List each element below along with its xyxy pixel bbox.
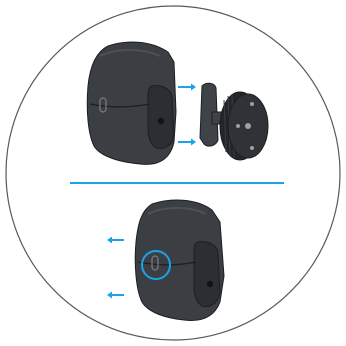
camera-top bbox=[86, 41, 177, 165]
wall-mount bbox=[199, 82, 269, 161]
arrow-right-icon bbox=[178, 83, 196, 91]
arrow-right-icon bbox=[178, 138, 196, 146]
attach-scene bbox=[86, 41, 269, 165]
arrow-left-icon bbox=[107, 236, 124, 244]
outer-circle-frame bbox=[5, 5, 341, 341]
camera-bottom bbox=[134, 199, 225, 321]
arrow-left-icon bbox=[107, 291, 124, 299]
circle-highlight-icon bbox=[141, 250, 171, 280]
detach-scene bbox=[107, 199, 225, 321]
